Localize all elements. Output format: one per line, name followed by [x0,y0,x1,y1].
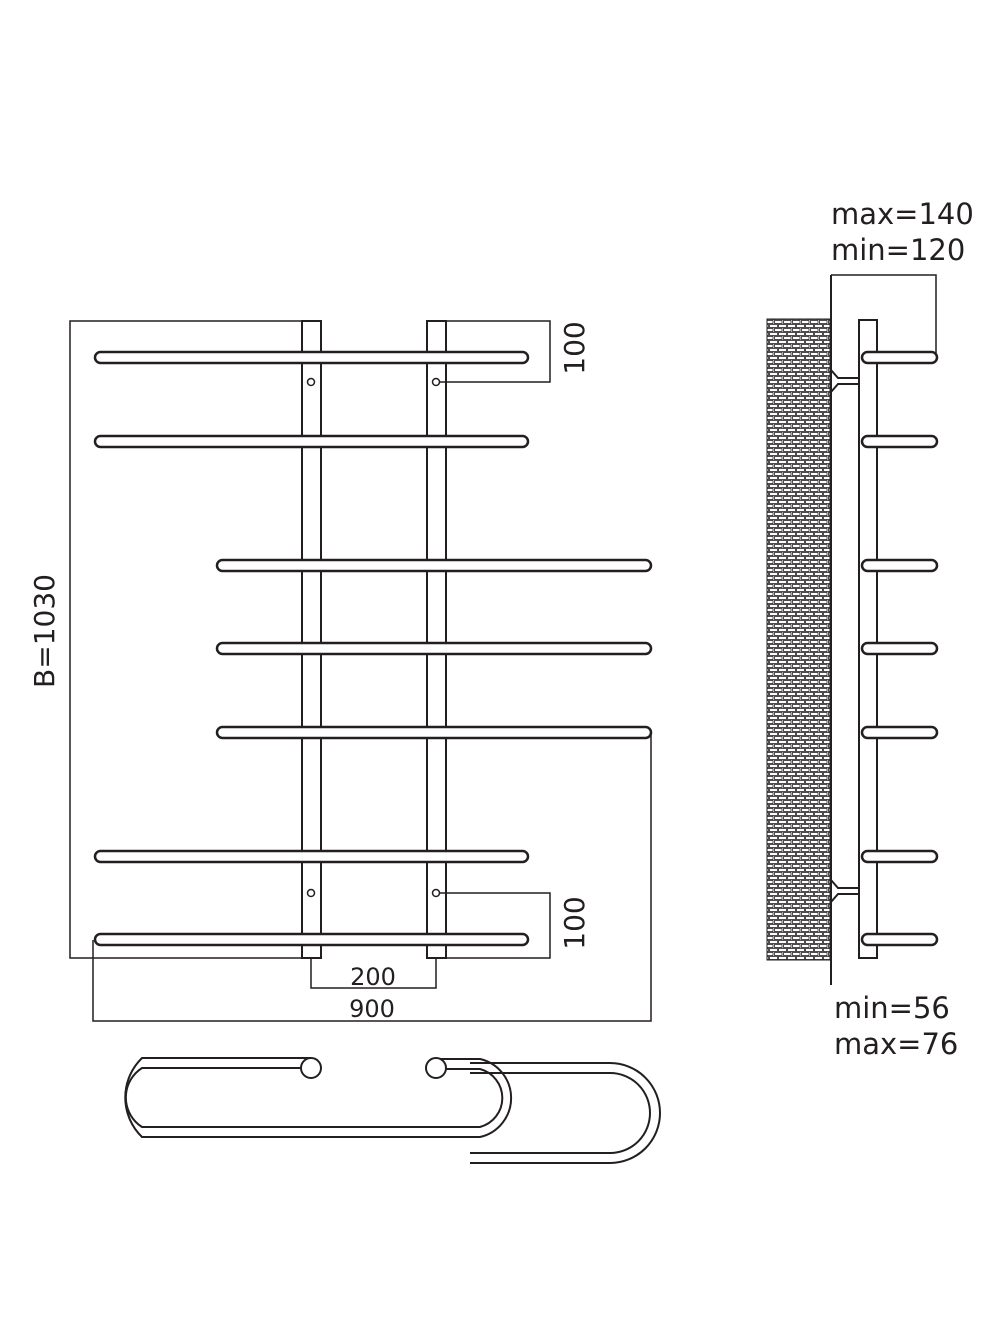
side-post [858,319,878,959]
wall-gap-min-label: min=56 [834,991,950,1025]
side-bar [860,725,939,740]
side-bar [860,932,939,947]
front-view: B=1030 100 100 200 900 [28,320,653,1023]
top-offset-dimension-line [436,320,551,383]
mount-hole [431,377,441,387]
side-bar [860,558,939,573]
rail-bar [93,350,530,365]
rail-bar [93,932,530,947]
height-dimension-frame [69,320,302,959]
mount-hole [306,377,316,387]
wall-section [766,318,831,961]
wall-bracket [830,879,859,903]
left-loop-inner [124,1067,504,1128]
right-loop-inner [470,1072,651,1154]
wall-bracket [830,369,859,393]
side-bar [860,434,939,449]
side-bar [860,641,939,656]
side-bar [860,350,939,365]
top-offset-label: 100 [558,321,591,374]
post-section [300,1057,322,1079]
total-width-dimension-line [92,732,652,1022]
height-label: B=1030 [28,574,61,688]
bottom-offset-dimension-line [436,892,551,959]
mount-hole [306,888,316,898]
mount-spacing-label: 200 [350,963,396,991]
total-width-label: 900 [349,995,395,1023]
projection-max-label: max=140 [831,197,974,231]
top-view [124,1057,661,1164]
rail-bar [215,641,653,656]
wall-gap-max-label: max=76 [834,1027,958,1061]
side-view: max=140 min=120 min=56 max=76 [766,197,974,1061]
rail-bar [93,849,530,864]
mount-hole [431,888,441,898]
mount-spacing-dimension-line [310,958,437,989]
projection-dimension-line [831,274,937,356]
projection-min-label: min=120 [831,233,965,267]
rail-bar [215,725,653,740]
rail-bar [215,558,653,573]
bottom-offset-label: 100 [558,896,591,949]
right-loop-outer [470,1062,661,1164]
left-loop-outer [124,1057,513,1138]
side-bar [860,849,939,864]
post-section [425,1057,447,1079]
rail-bar [93,434,530,449]
